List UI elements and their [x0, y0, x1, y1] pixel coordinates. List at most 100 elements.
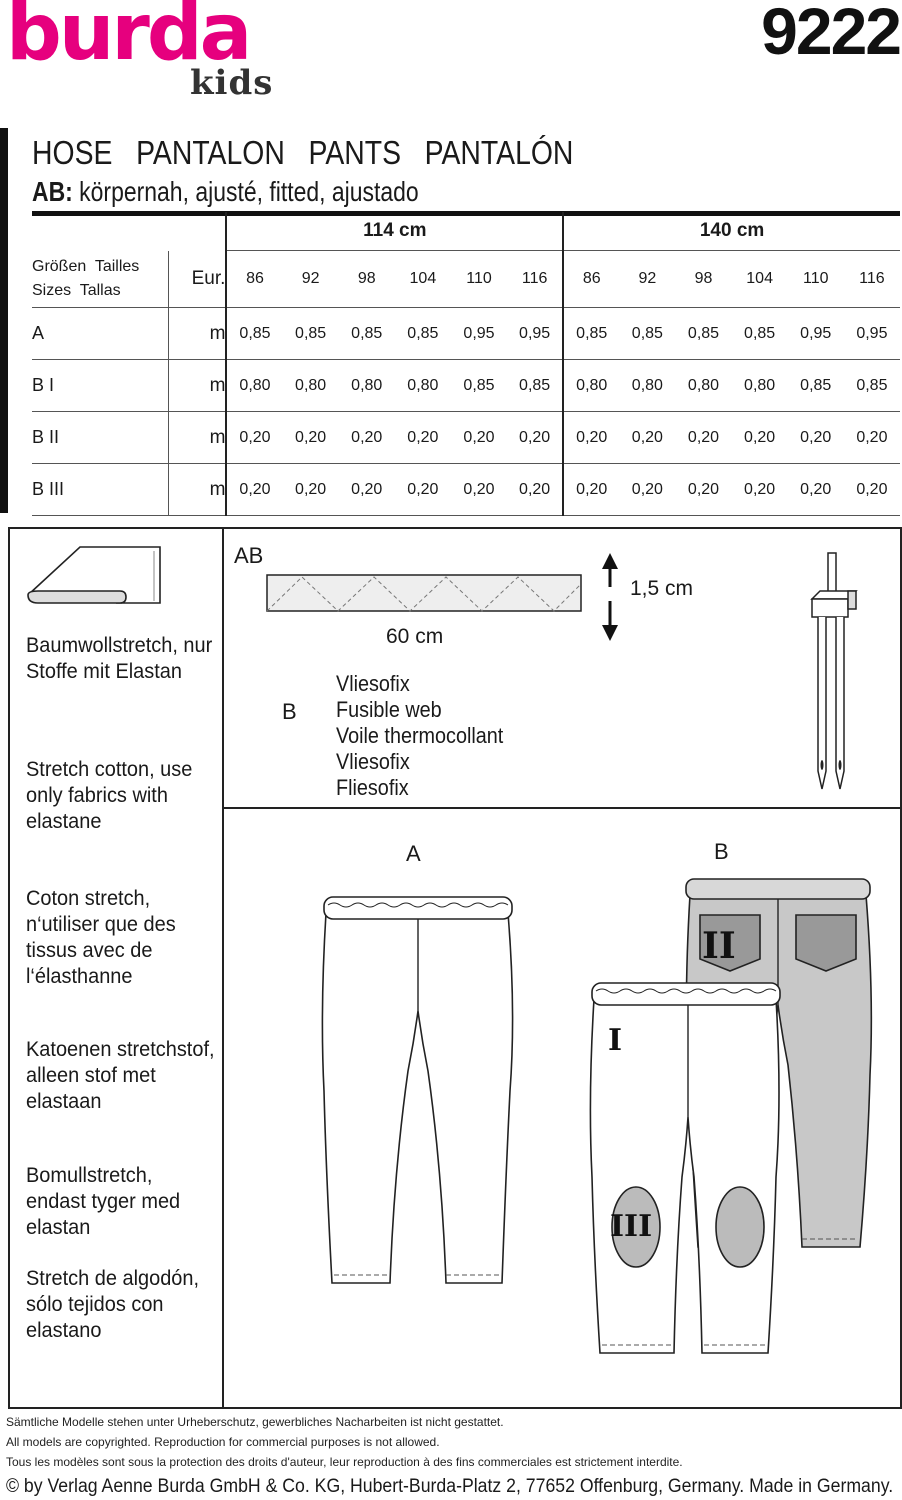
size-cell: 104 — [394, 250, 451, 308]
yardage-cell: 0,20 — [394, 411, 451, 464]
row-unit: m — [168, 359, 227, 412]
divider-horizontal — [222, 807, 900, 809]
fusible-de: Vliesofix — [336, 671, 410, 696]
yardage-cell: 0,20 — [282, 463, 339, 516]
yardage-cell: 0,20 — [338, 463, 395, 516]
pants-b-front-drawing — [589, 982, 781, 1354]
yardage-cell: 0,80 — [394, 359, 451, 412]
divider-vertical — [222, 529, 224, 1407]
copyright-de: Sämtliche Modelle stehen unter Urhebersc… — [6, 1415, 504, 1429]
yardage-cell: 0,85 — [562, 307, 620, 360]
yardage-cell: 0,20 — [225, 463, 283, 516]
fusible-nl: Vliesofix — [336, 749, 410, 774]
eur-label: Eur. — [168, 250, 227, 308]
subtitle-text: körpernah, ajusté, fitted, ajustado — [72, 176, 419, 207]
size-cell: 92 — [282, 250, 339, 308]
elastic-width: 1,5 cm — [630, 577, 694, 600]
row-label: B II — [32, 411, 169, 464]
size-label-1: Größen Tailles — [32, 257, 140, 275]
size-label-2: Sizes Tallas — [32, 281, 121, 299]
yardage-cell: 0,80 — [225, 359, 283, 412]
yardage-cell: 0,85 — [394, 307, 451, 360]
yardage-cell: 0,80 — [282, 359, 339, 412]
yardage-cell: 0,20 — [507, 463, 564, 516]
page-title: HOSE PANTALON PANTS PANTALÓN — [32, 134, 574, 171]
yardage-cell: 0,20 — [562, 411, 620, 464]
size-cell: 92 — [619, 250, 676, 308]
yardage-cell: 0,85 — [787, 359, 844, 412]
fabric-text-fr: Coton stretch, n‘utiliser que des tissus… — [26, 887, 176, 988]
row-unit: m — [168, 411, 227, 464]
yardage-cell: 0,20 — [507, 411, 564, 464]
yardage-cell: 0,85 — [450, 359, 508, 412]
size-cell: 110 — [787, 250, 844, 308]
yardage-cell: 0,20 — [619, 411, 676, 464]
view-a-label: A — [406, 841, 421, 866]
notion-ab-label: AB — [234, 543, 264, 568]
view-roman-3: III — [610, 1209, 653, 1244]
yardage-cell: 0,20 — [675, 463, 732, 516]
yardage-cell: 0,20 — [731, 411, 788, 464]
group-114: 114 cm — [225, 212, 564, 251]
fabric-text-de: Baumwollstretch, nur Stoffe mit Elastan — [26, 634, 213, 683]
size-cell: 116 — [507, 250, 564, 308]
pattern-number: 9222 — [761, 0, 902, 68]
brand-sub: kids — [190, 63, 274, 103]
yardage-cell: 0,20 — [843, 411, 900, 464]
size-cell: 98 — [675, 250, 732, 308]
fusible-sv: Fliesofix — [336, 775, 409, 800]
fabric-text-sv: Bomullstretch, endast tyger med elastan — [26, 1164, 181, 1239]
yardage-cell: 0,80 — [675, 359, 732, 412]
yardage-cell: 0,20 — [394, 463, 451, 516]
copyright-en: All models are copyrighted. Reproduction… — [6, 1435, 440, 1449]
yardage-cell: 0,85 — [507, 359, 564, 412]
yardage-cell: 0,20 — [619, 463, 676, 516]
size-cell: 98 — [338, 250, 395, 308]
fusible-list: Vliesofix Fusible web Voile thermocollan… — [336, 671, 503, 801]
row-label: B I — [32, 359, 169, 412]
yardage-cell: 0,95 — [450, 307, 508, 360]
yardage-cell: 0,20 — [787, 463, 844, 516]
row-unit: m — [168, 307, 227, 360]
page-subtitle: AB: körpernah, ajusté, fitted, ajustado — [32, 176, 419, 208]
yardage-cell: 0,85 — [225, 307, 283, 360]
publisher-line: © by Verlag Aenne Burda GmbH & Co. KG, H… — [6, 1476, 894, 1497]
size-cell: 86 — [225, 250, 283, 308]
fusible-fr: Voile thermocollant — [336, 723, 504, 748]
yardage-cell: 0,20 — [225, 411, 283, 464]
yardage-cell: 0,20 — [282, 411, 339, 464]
arrow-vertical-icon — [602, 553, 618, 641]
copyright-fr: Tous les modèles sont sous la protection… — [6, 1455, 683, 1469]
fabric-box: Baumwollstretch, nur Stoffe mit Elastan … — [8, 527, 902, 1409]
fabric-text-en: Stretch cotton, use only fabrics with el… — [26, 758, 193, 833]
yardage-cell: 0,85 — [619, 307, 676, 360]
yardage-cell: 0,20 — [450, 411, 508, 464]
sidebar-bar — [0, 128, 8, 513]
view-roman-1: I — [608, 1023, 623, 1058]
yardage-cell: 0,80 — [619, 359, 676, 412]
fabric-text-nl: Katoenen stretchstof, alleen stof met el… — [26, 1038, 215, 1113]
yardage-cell: 0,95 — [787, 307, 844, 360]
size-cell: 86 — [562, 250, 620, 308]
fabric-text-es: Stretch de algodón, sólo tejidos con ela… — [26, 1267, 200, 1342]
yardage-cell: 0,85 — [675, 307, 732, 360]
yardage-cell: 0,20 — [675, 411, 732, 464]
yardage-cell: 0,20 — [338, 411, 395, 464]
fusible-en: Fusible web — [336, 697, 442, 722]
yardage-cell: 0,80 — [562, 359, 620, 412]
yardage-cell: 0,20 — [562, 463, 620, 516]
view-b-label: B — [714, 839, 729, 864]
row-label: A — [32, 307, 169, 360]
yardage-cell: 0,95 — [507, 307, 564, 360]
yardage-cell: 0,85 — [338, 307, 395, 360]
yardage-cell: 0,80 — [338, 359, 395, 412]
yardage-cell: 0,20 — [843, 463, 900, 516]
yardage-cell: 0,85 — [843, 359, 900, 412]
twin-needle-icon — [810, 552, 858, 790]
pants-a-drawing — [321, 896, 514, 1284]
